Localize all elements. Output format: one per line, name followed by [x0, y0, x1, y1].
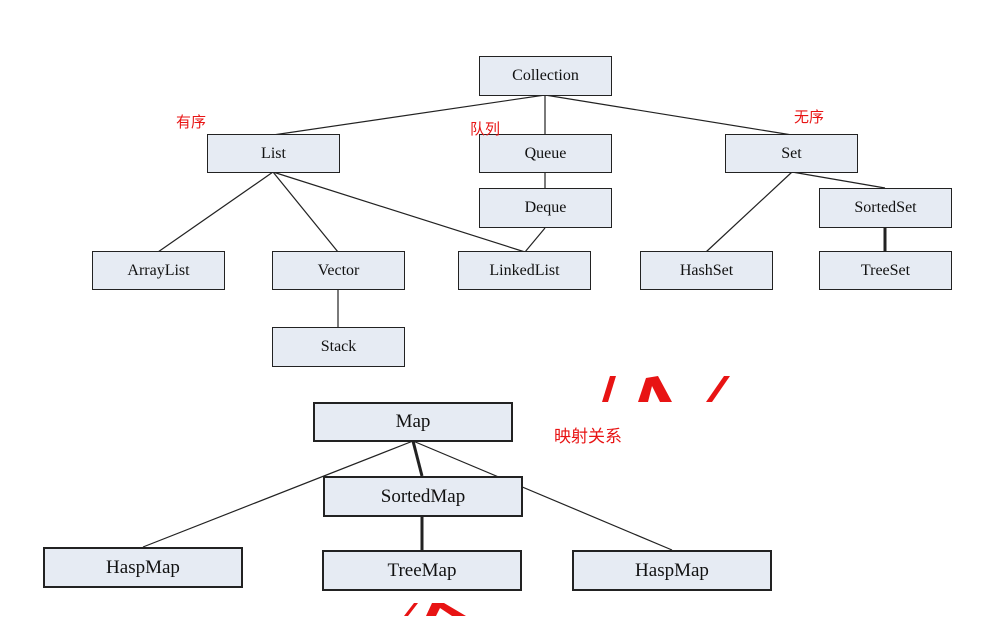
node-vector: Vector	[272, 251, 405, 290]
edge-set-sortedset	[791, 171, 886, 189]
edge-list-linkedlist	[272, 171, 526, 253]
red-stroke-fragment-bottom	[404, 603, 466, 616]
node-sortedset: SortedSet	[819, 188, 952, 228]
edge-list-arraylist	[157, 171, 274, 253]
edge-set-hashset	[705, 171, 793, 253]
annotation-ordered: 有序	[176, 113, 207, 131]
red-stroke-fragment-top	[602, 376, 730, 402]
node-set: Set	[725, 134, 858, 173]
edge-collection-list	[272, 94, 546, 136]
node-collection: Collection	[479, 56, 612, 96]
node-treeset: TreeSet	[819, 251, 952, 290]
edge-map-sortedmap	[411, 440, 424, 477]
edge-map-haspmap-right	[412, 440, 673, 551]
node-sortedmap: SortedMap	[323, 476, 523, 517]
node-haspmap-left: HaspMap	[43, 547, 243, 588]
node-stack: Stack	[272, 327, 405, 367]
node-deque: Deque	[479, 188, 612, 228]
node-list: List	[207, 134, 340, 173]
edge-deque-linkedlist	[524, 227, 546, 253]
annotation-queue: 队列	[470, 120, 501, 138]
edge-list-vector	[272, 171, 339, 253]
node-queue: Queue	[479, 134, 612, 173]
annotation-mapping: 映射关系	[554, 427, 622, 447]
edge-map-haspmap-left	[142, 440, 414, 548]
annotation-unordered: 无序	[794, 108, 825, 126]
node-haspmap-right: HaspMap	[572, 550, 772, 591]
node-map: Map	[313, 402, 513, 442]
node-hashset: HashSet	[640, 251, 773, 290]
node-linkedlist: LinkedList	[458, 251, 591, 290]
node-treemap: TreeMap	[322, 550, 522, 591]
edge-collection-set	[544, 94, 793, 136]
node-arraylist: ArrayList	[92, 251, 225, 290]
